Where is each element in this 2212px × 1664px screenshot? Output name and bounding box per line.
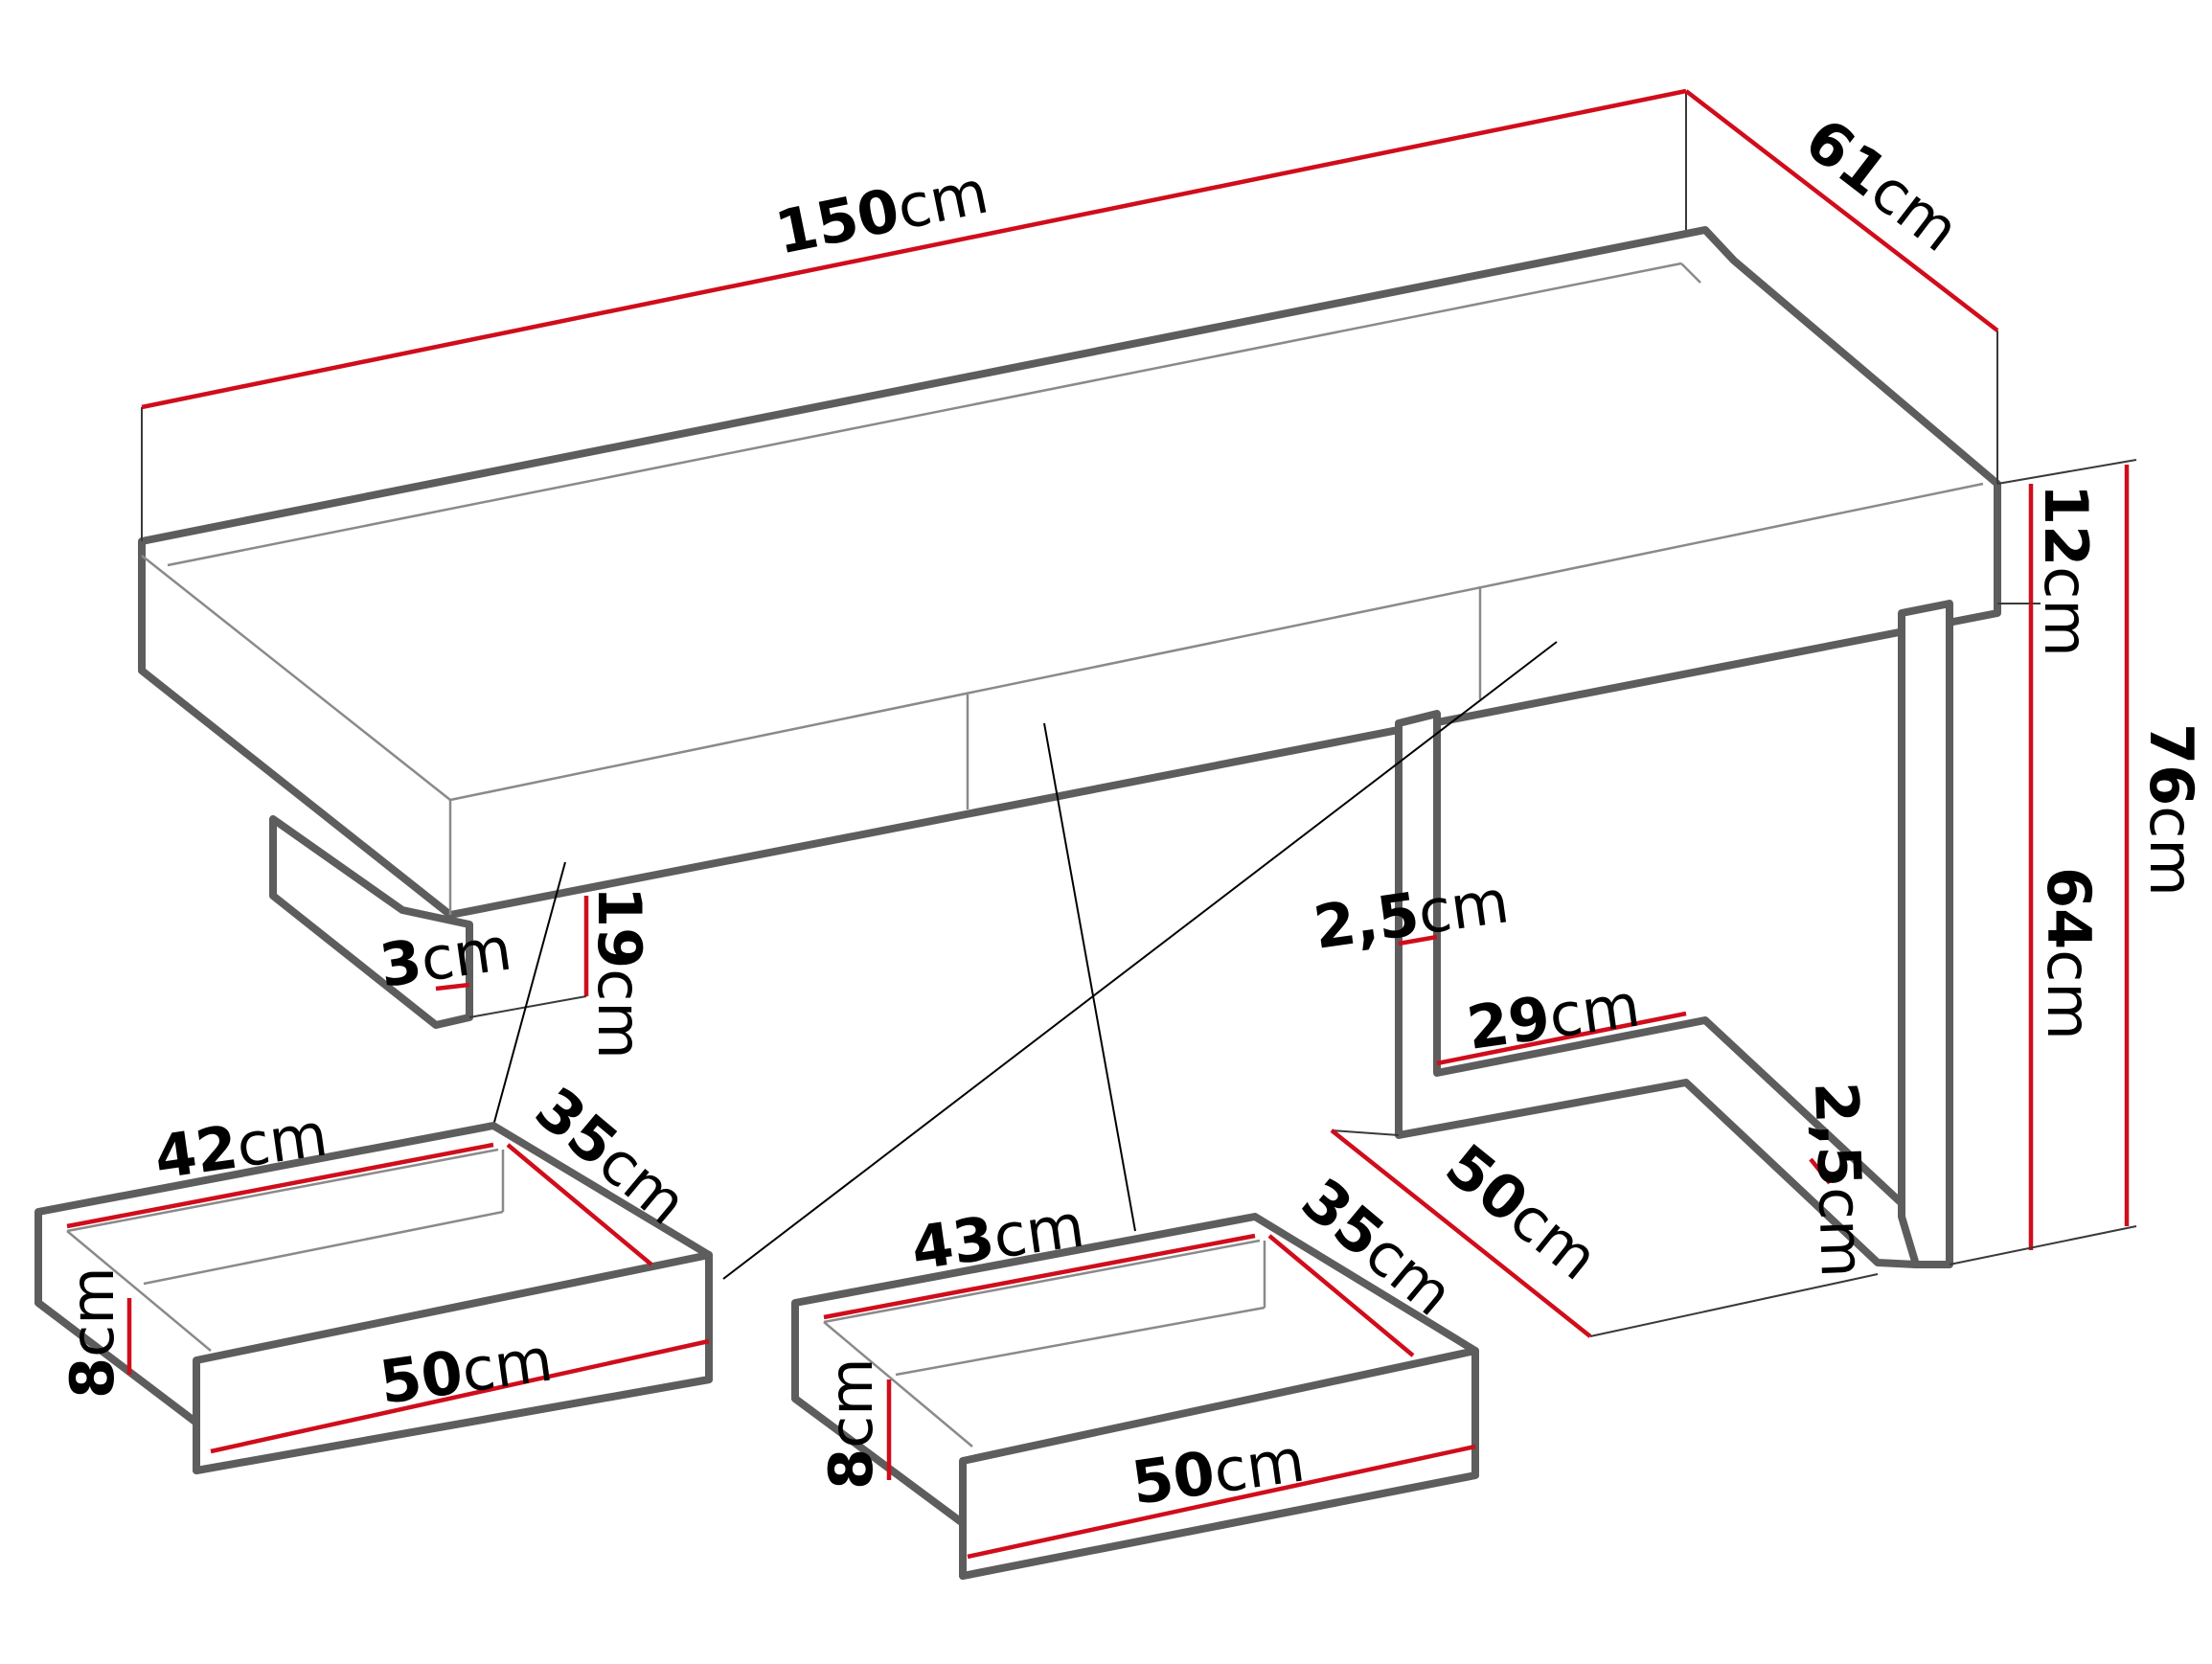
label-leg-profile: 2,5cm (1310, 866, 1513, 963)
label-drawer-left-front: 50cm (376, 1324, 557, 1417)
leg-base-dimension-line (1330, 1128, 1592, 1338)
drawer-middle-front (959, 1347, 1479, 1580)
leg-base-ext-left (1331, 1129, 1400, 1136)
panel-thickness-dimension-line (435, 982, 470, 992)
apron-ext (468, 995, 587, 1018)
label-drawer-left-height: 8cm (57, 1266, 127, 1399)
label-panel-thickness: 3cm (376, 913, 515, 1000)
total-height-ext-bottom (1949, 1225, 2137, 1265)
total-height-ext-top (1996, 459, 2137, 485)
label-drawer-middle-height: 8cm (816, 1357, 886, 1490)
label-leg-depth: 29cm (1463, 969, 1644, 1062)
backrail-line-2 (1680, 262, 1701, 284)
drawer-left-back-dim (66, 1142, 494, 1229)
leader-lines (492, 641, 1558, 1280)
backrail-line (167, 262, 1682, 567)
label-top-thickness: 12cm (2031, 484, 2101, 657)
drawer-middle-inner-back (823, 1239, 1261, 1324)
label-foot-profile: 2,5cm (1801, 1081, 1878, 1279)
desk-top-back-edge (449, 482, 1984, 802)
label-width: 150cm (769, 157, 993, 268)
drawer-left-inner-side (66, 1230, 212, 1352)
drawer-middle-inner-bottom (895, 1306, 1266, 1377)
foot-profile-dimension-line (1809, 1157, 1832, 1185)
desk-top (138, 226, 2001, 919)
drawer-middle-depth-dim (1267, 1234, 1415, 1357)
leg-base-ext-bottom (1589, 1273, 1879, 1337)
label-drawer-left-back: 42cm (150, 1099, 331, 1192)
leg-profile-dimension-line (1398, 934, 1438, 946)
drawer-middle-front-dim (967, 1444, 1476, 1560)
desk-top-front-edge (141, 555, 451, 801)
drawer-middle-back-dim (823, 1233, 1256, 1320)
desk-dimension-lines (141, 88, 2137, 1338)
leg-depth-dimension-line (1436, 1011, 1687, 1066)
drawer-middle-inner-side (823, 1321, 973, 1447)
drawer-left (34, 1122, 713, 1474)
desk (138, 226, 2001, 1268)
leader-right-drawer (722, 641, 1558, 1280)
label-leg-height: 64cm (2034, 867, 2104, 1040)
depth-dimension-line (1684, 89, 1999, 332)
right-leg-post (1898, 600, 1953, 1268)
drawer-left-inner-bottom (143, 1210, 504, 1286)
label-drawer-middle-front: 50cm (1128, 1425, 1309, 1517)
drawer-middle (791, 1213, 1479, 1580)
label-apron-height: 19cm (584, 886, 654, 1060)
drawer-left-front (193, 1251, 713, 1474)
label-drawer-middle-back: 43cm (907, 1190, 1088, 1283)
drawer-left-inner-back (66, 1148, 499, 1233)
label-total-height: 76cm (2136, 723, 2206, 897)
leader-middle-drawer (1043, 722, 1136, 1232)
drawer-left-front-dim (210, 1338, 710, 1454)
leader-left-drawer (492, 861, 566, 1127)
width-dimension-line (141, 88, 1687, 410)
drawer-left-depth-dim (506, 1143, 653, 1266)
